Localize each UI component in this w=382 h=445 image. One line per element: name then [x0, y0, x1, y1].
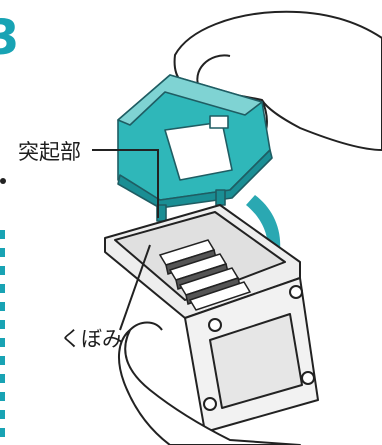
batteries [158, 239, 252, 311]
dent-leader-line [119, 244, 151, 331]
lower-hand [118, 321, 301, 445]
battery-cover [117, 74, 273, 222]
label-dent: くぼみ [60, 327, 123, 351]
sentence-period [0, 178, 6, 184]
bump-leader-line [92, 149, 159, 218]
label-bump: 突起部 [18, 140, 81, 164]
callout-lines [92, 149, 159, 331]
step-number: 3 [0, 10, 20, 66]
battery [188, 281, 252, 311]
device-body [104, 204, 319, 433]
